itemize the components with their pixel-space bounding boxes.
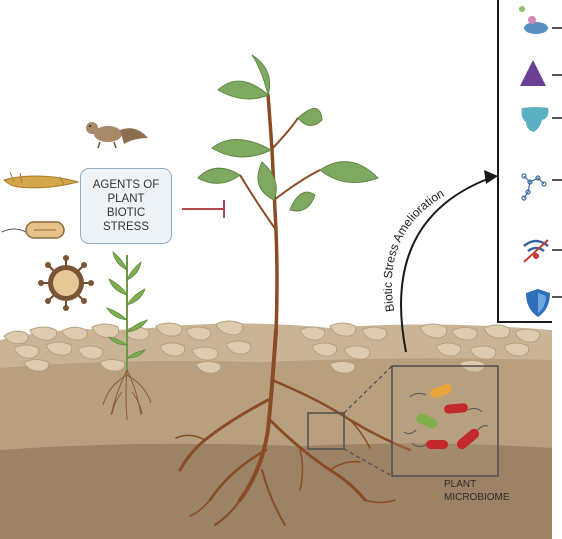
- bacterium-red-2: [411, 440, 448, 449]
- shield-icon: [526, 289, 550, 317]
- agents-box-line: BIOTIC: [106, 207, 146, 219]
- bacterium-orange: [409, 383, 452, 399]
- amelioration-label: Biotic Stress Amelioration: [381, 186, 447, 313]
- inhibition-arrow: [182, 200, 225, 218]
- agents-of-stress-box: AGENTS OF PLANT BIOTIC STRESS: [80, 168, 172, 244]
- bacterium-icon: [1, 221, 65, 239]
- zoom-callout: [307, 365, 499, 477]
- molecule-chain-icon: [521, 173, 547, 201]
- receptor-icon: [521, 107, 549, 132]
- plant-leaves: [197, 54, 379, 212]
- triangle-icon: [520, 60, 546, 86]
- agents-box-line: STRESS: [102, 221, 149, 233]
- microbiome-label-line: PLANT: [444, 479, 477, 490]
- agents-box-line: PLANT: [107, 193, 145, 205]
- mechanism-panel: [497, 0, 562, 323]
- plant-microbiome-label: PLANT MICROBIOME: [444, 478, 510, 504]
- soil: [0, 320, 552, 539]
- signal-wave-icon: [523, 239, 549, 263]
- microbiome-label-line: MICROBIOME: [444, 492, 510, 503]
- amelioration-label-text: Biotic Stress Amelioration: [381, 186, 447, 313]
- plant-roots: [175, 328, 412, 526]
- plant-stem: [266, 93, 279, 337]
- agents-box-line: AGENTS OF: [92, 179, 160, 191]
- main-plant: [175, 54, 412, 526]
- squirrel-icon: [86, 122, 148, 149]
- microbe-cells: [403, 383, 489, 450]
- insect-larva-icon: [3, 171, 80, 189]
- bacterium-red-3: [456, 425, 489, 450]
- weed-grass-icon: [102, 251, 152, 421]
- soil-crust: [3, 320, 541, 374]
- bacterium-red-1: [444, 403, 483, 414]
- virus-icon: [38, 255, 94, 311]
- microbe-colony-icon: [519, 6, 548, 34]
- bacterium-green: [403, 413, 438, 435]
